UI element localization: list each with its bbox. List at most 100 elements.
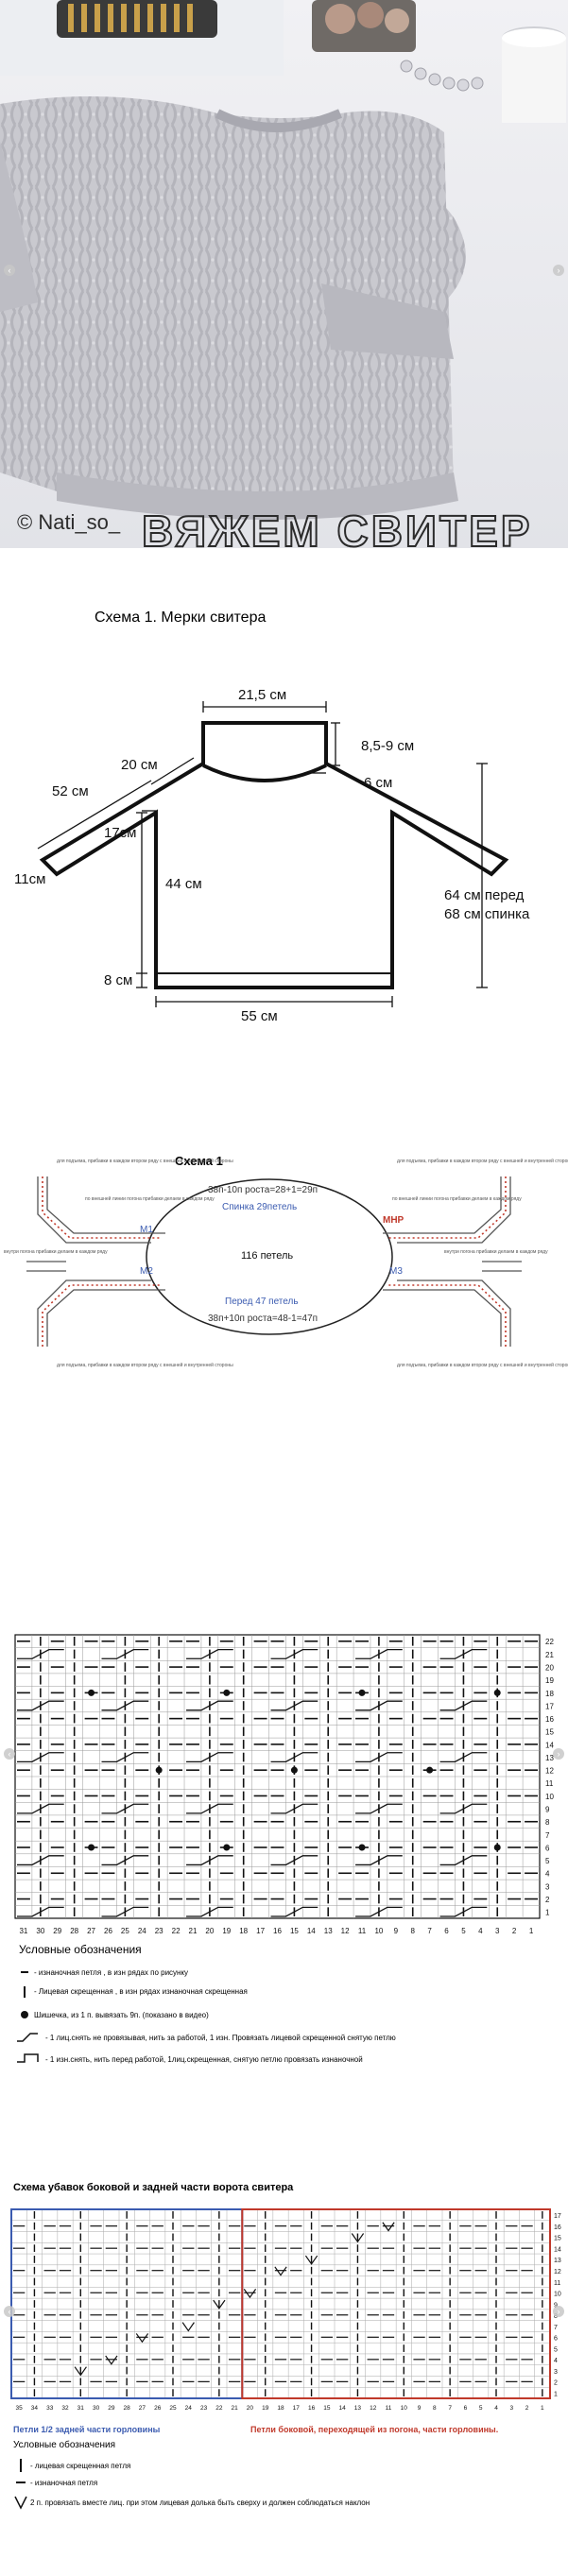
- cable-col-number: 13: [324, 1927, 333, 1935]
- pencil-case: [57, 0, 217, 38]
- marker-m1: M1: [140, 1225, 153, 1235]
- label-neck-drop: 6 см: [364, 775, 392, 791]
- cable-cross-mark: [270, 1803, 318, 1814]
- cable-row-number: 16: [545, 1715, 554, 1724]
- bobble-mark: [290, 1766, 298, 1774]
- bobble-mark: [426, 1766, 434, 1774]
- neck-circle: [146, 1178, 393, 1335]
- neck-right-frame: [241, 2208, 551, 2399]
- cable-col-number: 27: [87, 1927, 95, 1935]
- bobble-mark: [493, 1689, 501, 1696]
- neck-col-number: 5: [479, 2405, 483, 2412]
- cable-col-number: 21: [189, 1927, 198, 1935]
- cable-row-number: 5: [545, 1857, 550, 1865]
- cable-cross-mark: [270, 1855, 318, 1866]
- cable-row-number: 1: [545, 1909, 550, 1917]
- cable-row-number: 21: [545, 1651, 554, 1659]
- cable-col-number: 23: [155, 1927, 164, 1935]
- neck-legend-title: Условные обозначения: [13, 2439, 115, 2450]
- cable-cross-mark: [186, 1700, 233, 1711]
- prev-image-button[interactable]: ‹: [4, 265, 15, 276]
- decor-box: [312, 0, 416, 52]
- cable-cross-mark: [355, 1855, 403, 1866]
- cable-cross-mark: [270, 1906, 318, 1917]
- cable-next-button[interactable]: ›: [553, 1748, 564, 1760]
- neck-col-number: 8: [433, 2405, 437, 2412]
- cable-col-number: 15: [290, 1927, 299, 1935]
- neck-row-number: 15: [554, 2236, 561, 2242]
- cable-row-number: 11: [545, 1779, 554, 1788]
- cable-cross-mark: [17, 1906, 64, 1917]
- cable-cross-mark: [101, 1752, 149, 1763]
- cable-col-number: 26: [104, 1927, 112, 1935]
- bobble-mark: [223, 1689, 231, 1696]
- neck-caption-left: Петли 1/2 задней части горловины: [13, 2425, 161, 2434]
- cable-cross-mark: [17, 1752, 64, 1763]
- neck-legend-decrease: 2 п. провязать вместе лиц. при этом лице…: [30, 2499, 370, 2507]
- cable-row-number: 15: [545, 1728, 554, 1737]
- neck-decrease-mark: [105, 2355, 118, 2365]
- cable-cross-mark: [355, 1700, 403, 1711]
- cable-col-number: 19: [222, 1927, 231, 1935]
- photo-watermark: © Nati_so_: [17, 510, 121, 534]
- bobble-mark: [223, 1844, 231, 1851]
- cable-col-number: 12: [341, 1927, 350, 1935]
- cable-prev-button[interactable]: ‹: [4, 1748, 15, 1760]
- cable-cross-mark: [17, 1803, 64, 1814]
- neck-row-number: 17: [554, 2213, 561, 2220]
- neck-legend: - лицевая скрещенная петля - изнаночная …: [14, 2459, 370, 2510]
- cable-cross-mark: [186, 1855, 233, 1866]
- neck-row-number: 3: [554, 2369, 558, 2376]
- cable-cross-mark: [355, 1648, 403, 1659]
- neck-row-number: 4: [554, 2358, 558, 2364]
- cable-cross-mark: [17, 1855, 64, 1866]
- neck-prev-button[interactable]: ‹: [4, 2306, 15, 2317]
- cable-cross-mark: [17, 1700, 64, 1711]
- next-image-button[interactable]: ›: [553, 265, 564, 276]
- neck-col-number: 11: [386, 2405, 392, 2412]
- neck-col-number: 15: [323, 2405, 331, 2412]
- neck-next-button[interactable]: ›: [553, 2306, 564, 2317]
- cable-legend-cross-left: - 1 изн.снять, нить перед работой, 1лиц.…: [45, 2055, 363, 2064]
- raglan-diagram: Схема 1 38п-10п роста=28+1=29п Спинка 29…: [0, 1134, 568, 1616]
- neck-decrease-mark: [382, 2222, 395, 2232]
- cable-col-number: 8: [410, 1927, 415, 1935]
- cable-col-number: 9: [394, 1927, 399, 1935]
- cable-cross-mark: [439, 1700, 488, 1711]
- cable-col-number: 20: [205, 1927, 214, 1935]
- marker-m2: M2: [140, 1266, 153, 1277]
- neck-row-number: 11: [554, 2280, 560, 2287]
- note-inner-tr: по внешней линии погона прибавки делаем …: [392, 1195, 522, 1202]
- dimension-lines: [37, 701, 488, 1007]
- cable-col-number: 30: [36, 1927, 44, 1935]
- neck-row-number: 2: [554, 2380, 558, 2387]
- bobble-mark: [88, 1844, 95, 1851]
- cable-row-number: 18: [545, 1690, 554, 1698]
- cable-cross-mark: [270, 1752, 318, 1763]
- label-cuff: 11см: [14, 871, 45, 887]
- neck-chart-panel: Схема убавок боковой и задней части воро…: [0, 2155, 568, 2576]
- cable-col-number: 1: [529, 1927, 534, 1935]
- neck-col-number: 23: [200, 2405, 208, 2412]
- neck-col-number: 6: [464, 2405, 468, 2412]
- neck-decrease-mark: [243, 2289, 257, 2299]
- label-total-back: 68 см спинка: [444, 906, 530, 922]
- neck-decrease-mark: [181, 2322, 195, 2332]
- cable-cross-mark: [186, 1906, 233, 1917]
- cable-row-number: 19: [545, 1676, 554, 1685]
- cable-row-number: 10: [545, 1793, 554, 1801]
- bobble-mark: [358, 1689, 366, 1696]
- neck-col-number: 4: [494, 2405, 498, 2412]
- note-shoulder-tl: для подъема, прибавки в каждом втором ря…: [57, 1158, 233, 1164]
- cable-col-number: 29: [53, 1927, 61, 1935]
- cable-legend-bobble: Шишечка, из 1 п. вывязать 9п. (показано …: [34, 2011, 209, 2019]
- neck-caption-right: Петли боковой, переходящей из погона, ча…: [250, 2425, 498, 2434]
- cable-row-number: 17: [545, 1702, 554, 1710]
- cable-row-number: 7: [545, 1831, 550, 1840]
- cable-col-number: 2: [512, 1927, 517, 1935]
- cable-legend-twisted: - Лицевая скрещенная , в изн рядах изнан…: [34, 1987, 248, 1996]
- cable-row-number: 4: [545, 1870, 550, 1879]
- cable-cross-mark: [101, 1700, 149, 1711]
- cable-cross-mark: [439, 1803, 488, 1814]
- neck-col-number: 24: [185, 2405, 193, 2412]
